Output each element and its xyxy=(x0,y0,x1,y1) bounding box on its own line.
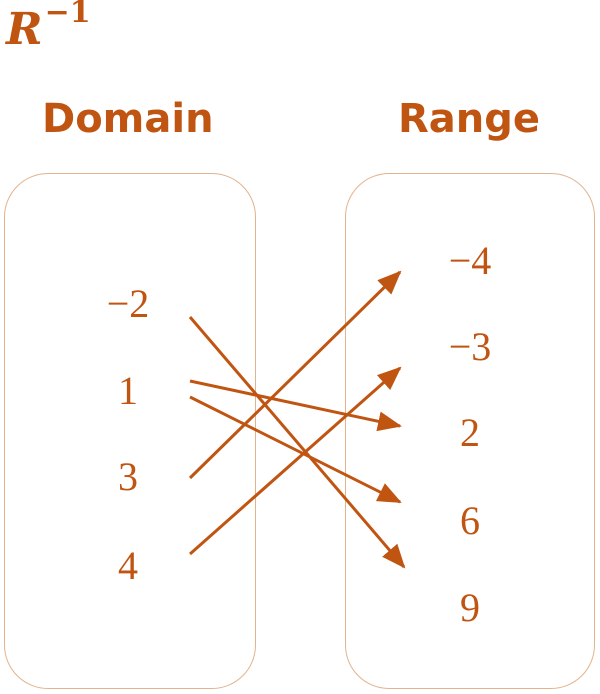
domain-value-4: 4 xyxy=(118,543,138,588)
arrow-3-to-neg4 xyxy=(188,270,402,480)
relation-title: R−1 xyxy=(6,0,91,55)
arrow-neg2-to-9 xyxy=(188,316,406,569)
domain-value-3: 3 xyxy=(118,454,138,499)
domain-value-1: 1 xyxy=(118,368,138,413)
arrow-4-to-neg3 xyxy=(189,366,402,556)
title-superscript: −1 xyxy=(44,0,91,30)
arrow-1-to-6 xyxy=(189,395,402,504)
range-value-6: 6 xyxy=(460,498,480,543)
domain-values: −2 1 3 4 xyxy=(107,281,150,588)
range-values: −4 −3 2 6 9 xyxy=(449,238,492,630)
title-base: R xyxy=(6,4,43,55)
range-value-neg3: −3 xyxy=(449,324,492,369)
range-value-2: 2 xyxy=(460,410,480,455)
range-value-neg4: −4 xyxy=(449,238,492,283)
arrow-group xyxy=(188,270,406,569)
arrow-1-to-2 xyxy=(189,379,402,432)
range-label: Range xyxy=(398,96,541,142)
range-value-9: 9 xyxy=(460,585,480,630)
domain-value-neg2: −2 xyxy=(107,281,150,326)
domain-box xyxy=(4,173,256,689)
domain-label: Domain xyxy=(42,96,214,142)
